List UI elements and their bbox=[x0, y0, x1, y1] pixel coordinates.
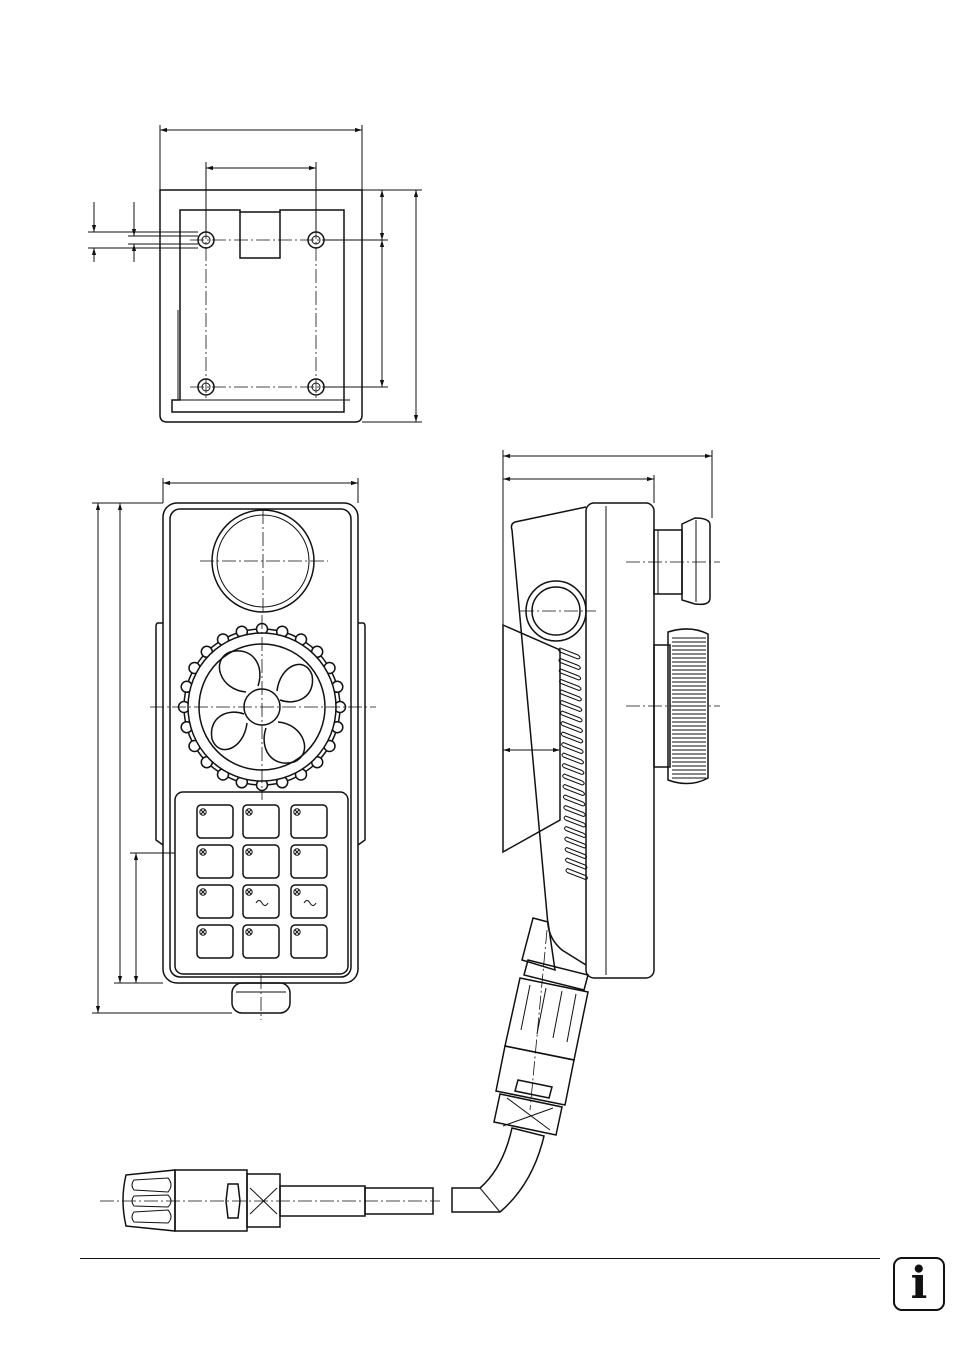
cable-exit bbox=[451, 917, 589, 1213]
keypad bbox=[196, 804, 328, 959]
keypad-key bbox=[242, 884, 280, 919]
vent-slot bbox=[564, 825, 587, 839]
keypad-key bbox=[242, 844, 280, 879]
led-icon bbox=[199, 848, 207, 856]
keypad-key bbox=[196, 884, 234, 919]
vent-slot bbox=[562, 773, 585, 786]
keypad-key bbox=[196, 924, 234, 959]
vent-slot bbox=[563, 804, 586, 818]
vent-slot bbox=[561, 741, 584, 755]
keypad-key bbox=[290, 884, 328, 919]
keypad-key bbox=[242, 924, 280, 959]
side-view bbox=[451, 450, 720, 1213]
led-icon bbox=[293, 808, 301, 816]
dimension-line bbox=[88, 125, 422, 423]
info-icon[interactable]: i bbox=[893, 1257, 945, 1311]
vent-slot bbox=[565, 867, 588, 881]
vent-slot bbox=[560, 731, 584, 744]
vent-slot bbox=[560, 720, 583, 734]
keypad-key bbox=[290, 844, 328, 879]
led-icon bbox=[245, 928, 253, 936]
ventilation-slots bbox=[558, 647, 588, 881]
dimension-line bbox=[92, 478, 359, 1014]
vent-slot bbox=[559, 678, 582, 692]
led-icon bbox=[293, 888, 301, 896]
wave-icon bbox=[255, 900, 269, 906]
vent-slot bbox=[558, 647, 581, 660]
led-icon bbox=[245, 808, 253, 816]
cable-connector bbox=[100, 1169, 440, 1232]
vent-slot bbox=[564, 846, 588, 860]
led-icon bbox=[199, 888, 207, 896]
keypad-key bbox=[196, 844, 234, 879]
vent-slot bbox=[560, 710, 583, 723]
led-icon bbox=[245, 888, 253, 896]
handwheel-side bbox=[653, 628, 709, 785]
emergency-stop-side bbox=[653, 517, 711, 606]
keypad-key bbox=[242, 804, 280, 839]
vent-slot bbox=[563, 815, 587, 828]
vent-slot bbox=[561, 752, 584, 765]
led-icon bbox=[293, 848, 301, 856]
footer-rule bbox=[80, 1258, 880, 1259]
keypad-key bbox=[290, 804, 328, 839]
keypad-key bbox=[290, 924, 328, 959]
dimension-line bbox=[502, 450, 713, 753]
vent-slot bbox=[559, 699, 583, 713]
wave-icon bbox=[303, 900, 317, 906]
vent-slot bbox=[561, 762, 585, 776]
led-icon bbox=[199, 928, 207, 936]
vent-slot bbox=[564, 836, 587, 849]
front-view bbox=[92, 478, 376, 1020]
vent-slot bbox=[559, 689, 582, 702]
vent-slot bbox=[558, 668, 582, 681]
vent-slot bbox=[558, 657, 581, 671]
rear-view bbox=[88, 125, 422, 423]
led-icon bbox=[293, 928, 301, 936]
vent-slot bbox=[565, 857, 588, 870]
info-glyph: i bbox=[910, 1258, 928, 1309]
vent-slot bbox=[562, 783, 585, 797]
vent-slot bbox=[562, 794, 586, 807]
keypad-key bbox=[196, 804, 234, 839]
led-icon bbox=[199, 808, 207, 816]
led-icon bbox=[245, 848, 253, 856]
